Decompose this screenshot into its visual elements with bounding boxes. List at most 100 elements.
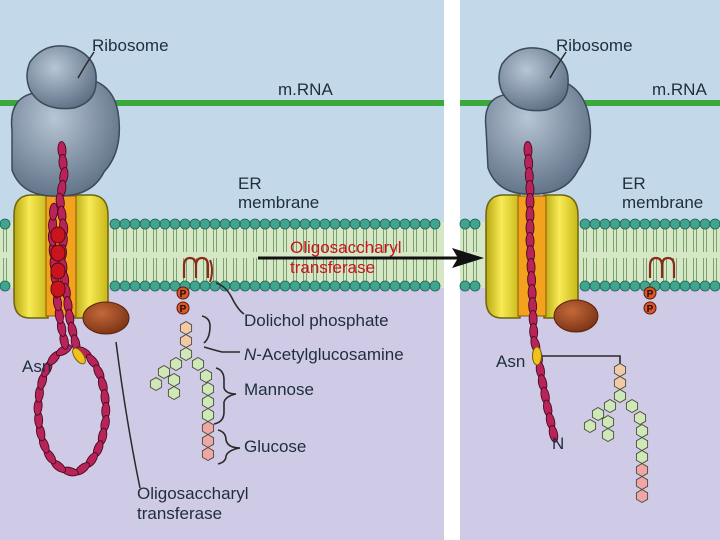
lipid-head [649,218,661,230]
lipid-head [0,218,11,230]
lipid-head [709,218,720,230]
lipid-head [189,218,201,230]
asn-label: Asn [496,352,526,371]
lipid-head [629,280,641,292]
mannose-sugar [633,410,647,426]
lipid-head [339,218,351,230]
lipid-head [309,280,321,292]
mannose-sugar [603,398,617,414]
lipid-head [359,280,371,292]
glcnac-sugar [613,375,627,391]
amino-acid-residue [49,202,58,221]
mannose-sugar [167,385,181,401]
glcnac-sugar [179,333,193,349]
er-membrane-label-line1: ER [622,174,646,193]
asn-residue [532,346,542,366]
helix-segment [50,226,66,244]
glucose-sugar [635,462,649,478]
lipid-head [349,218,361,230]
lipid-head [389,218,401,230]
glucose-sugar [201,446,215,462]
oligosaccharide-precursor [149,320,215,462]
lipid-head [609,218,621,230]
glcnac-label-italic: N [244,345,257,364]
lipid-head [359,218,371,230]
lipid-head [629,218,641,230]
phosphate-label: P [180,304,187,315]
lipid-head [469,280,481,292]
oligosaccharyl-transferase-enzyme [553,299,599,333]
lipid-head [149,280,161,292]
lipid-head [229,218,241,230]
lipid-head [159,280,171,292]
enzyme-label-line1: Oligosaccharyl [290,238,402,257]
ribosome [10,45,121,197]
pointer-lines [77,51,141,489]
pointer-line [549,51,567,79]
n-terminus-label: N [552,434,565,453]
mannose-label: Mannose [244,380,314,399]
lipid-head [0,280,11,292]
lipid-head [589,218,601,230]
helix-segment [50,262,66,280]
glycosidic-linkage [542,355,621,364]
mannose-sugar [191,356,205,372]
lipid-head [469,218,481,230]
lipid-head [679,280,691,292]
lipid-head [189,280,201,292]
lipid-head [199,280,211,292]
mannose-sugar [179,346,193,362]
lipid-head [419,280,431,292]
lipid-head [259,218,271,230]
dolichol-anchor [182,256,213,283]
glcnac-label: N-Acetylglucosamine [244,345,404,364]
asn-residue [72,347,86,365]
lipid-head [249,218,261,230]
phosphate-group [176,286,190,315]
lipid-bilayer [0,218,441,292]
mannose-sugar [201,407,215,423]
lipid-head [289,280,301,292]
lipid-head [179,218,191,230]
mannose-sugar [601,414,615,430]
helix-segment [50,244,66,262]
phosphate-circle [643,301,657,315]
lipid-head [329,280,341,292]
lipid-head [289,218,301,230]
lipid-head [369,218,381,230]
mannose-sugar [583,418,597,434]
mannose-sugar [591,406,605,422]
lipid-head [209,218,221,230]
enzyme-label-line2: transferase [290,258,376,277]
mrna-label: m.RNA [278,80,333,99]
lipid-head [379,280,391,292]
phosphate-label: P [647,304,654,315]
dolichol-anchor [648,256,676,278]
lipid-head [669,218,681,230]
asn-label: Asn [22,357,52,376]
lipid-head [709,280,720,292]
lipid-head [589,280,601,292]
lipid-head [409,280,421,292]
ribosome-label: Ribosome [556,36,633,55]
lipid-head [689,218,701,230]
attached-oligosaccharide [583,362,649,504]
dolichol-phosphate-label: Dolichol phosphate [244,311,389,330]
er-membrane-label-line2: membrane [238,193,320,212]
phosphate-label: P [180,289,187,300]
lipid-head [639,218,651,230]
panel-divider [444,0,460,540]
mannose-sugar [149,376,163,392]
er-membrane-label-line2: membrane [622,193,704,212]
lipid-head [109,280,121,292]
lipid-head [209,280,221,292]
lipid-head [169,218,181,230]
ost-label-line1: Oligosaccharyl [137,484,249,503]
lipid-head [319,218,331,230]
lipid-head [419,218,431,230]
glucose-label: Glucose [244,437,307,456]
mrna-label: m.RNA [652,80,707,99]
mannose-sugar [635,423,649,439]
ost-label-line2: transferase [137,504,223,523]
